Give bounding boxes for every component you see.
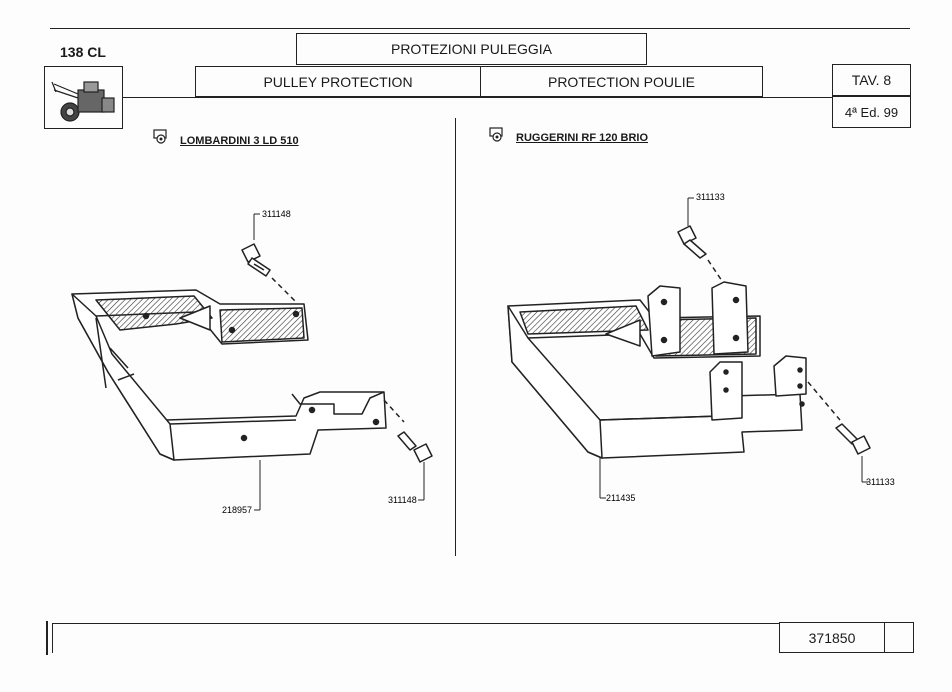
part-number: 218957 xyxy=(222,505,252,515)
bolt-top-right xyxy=(677,225,707,259)
model-label: 138 CL xyxy=(60,44,106,60)
engine-icon xyxy=(489,127,503,142)
table-number: TAV. 8 xyxy=(832,64,911,96)
title-italian: PROTEZIONI PULEGGIA xyxy=(296,33,647,65)
part-number: 211435 xyxy=(606,493,635,503)
bolt-bottom-left xyxy=(397,431,433,463)
title-english: PULLEY PROTECTION xyxy=(195,66,481,97)
engine-label-left: LOMBARDINI 3 LD 510 xyxy=(180,135,299,147)
machine-thumbnail xyxy=(44,66,123,129)
part-number: 311133 xyxy=(696,192,725,202)
part-number: 311133 xyxy=(866,477,895,487)
engine-icon xyxy=(153,129,167,144)
top-rule xyxy=(50,28,910,29)
title-french: PROTECTION POULIE xyxy=(480,66,763,97)
center-divider xyxy=(455,118,456,556)
footer-left-bar-inner xyxy=(52,623,53,653)
footer-rule xyxy=(52,623,780,624)
tiller-icon xyxy=(50,80,115,122)
header-rule xyxy=(123,97,833,98)
bolt-top-left xyxy=(241,243,271,277)
right-guard-drawing: 311133 311133 211435 xyxy=(507,192,895,503)
edition: 4ª Ed. 99 xyxy=(832,96,911,128)
bolt-bottom-right xyxy=(835,423,871,455)
part-number: 311148 xyxy=(388,495,417,505)
footer-left-bar xyxy=(46,621,48,655)
engine-label-right: RUGGERINI RF 120 BRIO xyxy=(516,132,649,144)
footer-end-box xyxy=(884,622,914,653)
drawing-code: 371850 xyxy=(779,622,885,653)
part-number: 311148 xyxy=(262,209,291,219)
left-guard-drawing: 311148 311148 218957 xyxy=(71,209,433,515)
